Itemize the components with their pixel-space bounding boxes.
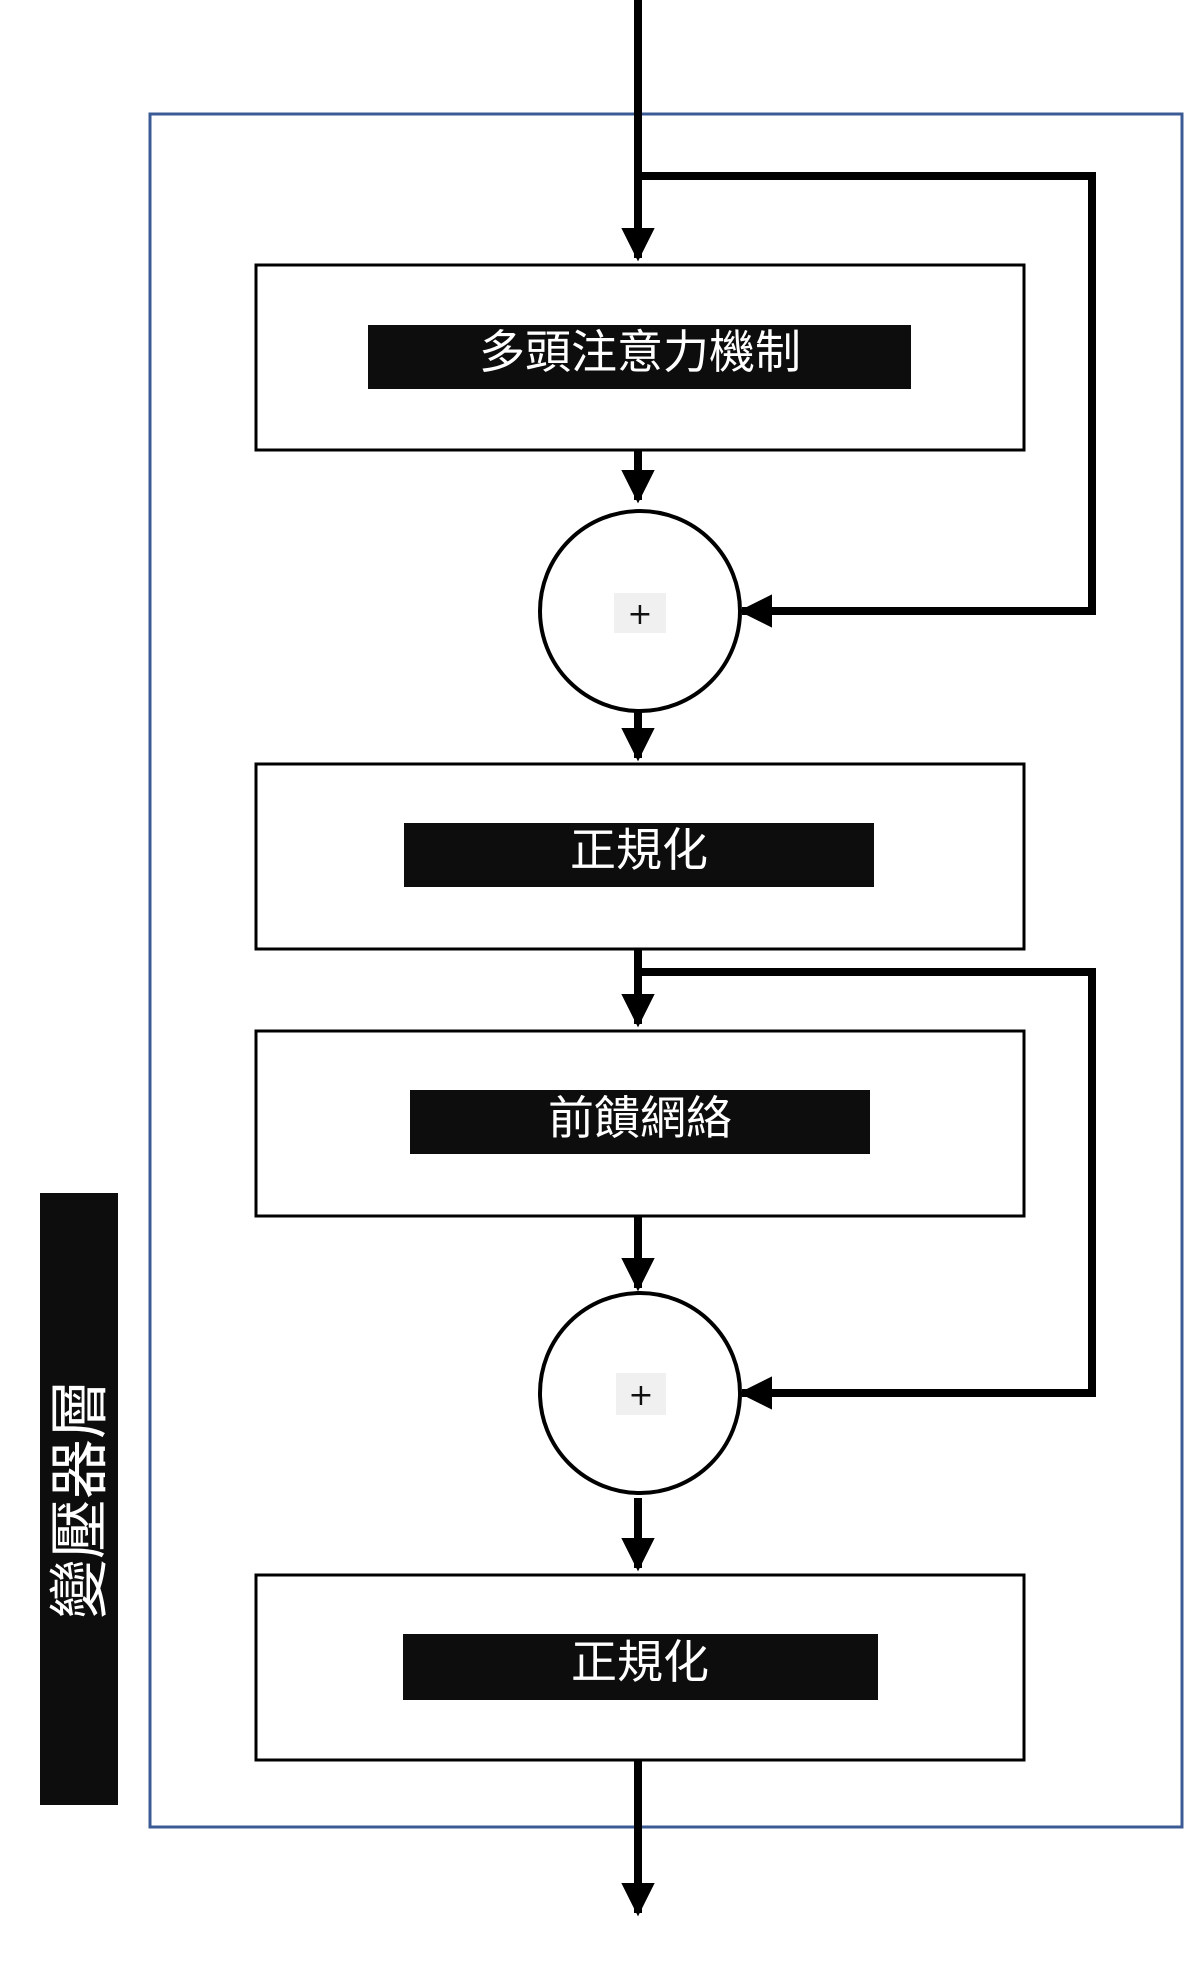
- block-frame: [254, 762, 1026, 951]
- block-label-background: [404, 823, 874, 887]
- block-label: 前饋網絡: [548, 1091, 732, 1145]
- block-normalization-2: 正規化: [254, 1573, 1026, 1762]
- residual-connection-2: [638, 968, 1096, 1410]
- side-label-text: 變壓器層: [46, 1379, 116, 1619]
- plus-background: [616, 1373, 666, 1415]
- side-label-background: [40, 1193, 118, 1805]
- plus-symbol: +: [627, 597, 652, 632]
- block-feed-forward: 前饋網絡: [254, 1029, 1026, 1218]
- block-label-background: [410, 1090, 870, 1154]
- residual-connections: [638, 172, 1096, 1410]
- block-label: 正規化: [571, 1635, 709, 1689]
- block-normalization-1: 正規化: [254, 762, 1026, 951]
- layer-frame: [148, 112, 1184, 1829]
- add-node-2: +: [538, 1291, 742, 1495]
- plus-symbol: +: [628, 1378, 653, 1413]
- block-label-background: [403, 1634, 878, 1700]
- block-label: 正規化: [570, 823, 708, 877]
- block-label-background: [368, 325, 911, 389]
- add-node-1: +: [538, 509, 742, 713]
- plus-background: [614, 593, 666, 633]
- side-label: 變壓器層: [40, 1193, 118, 1805]
- residual-connection-1: [638, 172, 1096, 628]
- block-multi-head-attention: 多頭注意力機制: [254, 263, 1026, 452]
- block-label: 多頭注意力機制: [479, 325, 801, 379]
